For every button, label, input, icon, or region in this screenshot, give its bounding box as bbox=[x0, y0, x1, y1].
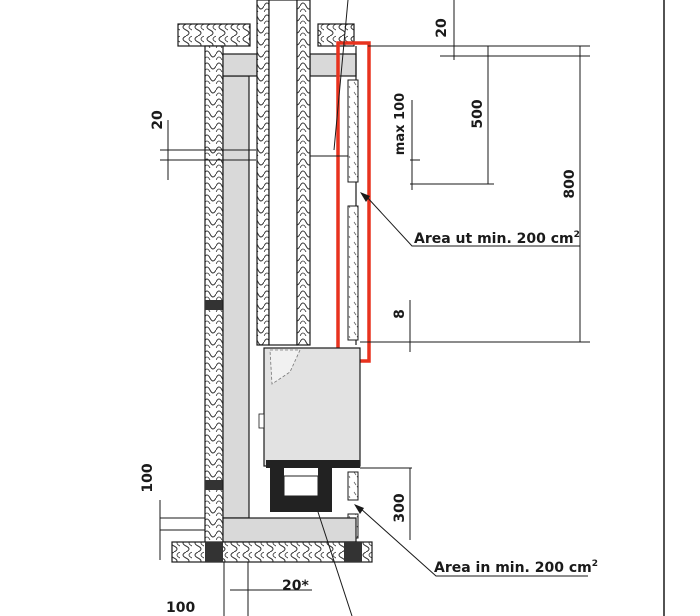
dim-max-vent-gap: max 100 bbox=[393, 93, 408, 155]
chimney-pipe bbox=[268, 0, 298, 346]
ceiling-insulation-left bbox=[177, 23, 251, 47]
callout-leaders bbox=[359, 195, 588, 577]
stove-stand bbox=[270, 468, 332, 512]
dim-lower-height: 300 bbox=[392, 493, 408, 522]
inlet-grille-upper bbox=[347, 471, 359, 501]
floor-insulation bbox=[171, 541, 373, 563]
dimension-lines bbox=[159, 0, 590, 616]
outlet-grille-upper bbox=[347, 79, 359, 183]
top-board-right bbox=[309, 53, 357, 77]
dim-bottom-offset: 20* bbox=[282, 578, 309, 594]
wall-insulation bbox=[204, 45, 224, 545]
dim-floor-height: 100 bbox=[140, 463, 156, 492]
stove-base-bar bbox=[266, 460, 360, 468]
chimney-insulation-left bbox=[256, 0, 270, 346]
outlet-area-callout: Area ut min. 200 cm2 bbox=[414, 230, 580, 247]
inlet-area-callout: Area in min. 200 cm2 bbox=[434, 559, 598, 576]
floor-board bbox=[222, 517, 357, 543]
dim-grille-gap: 8 bbox=[392, 309, 408, 319]
wall-board bbox=[222, 75, 250, 519]
dim-upper-height: 500 bbox=[470, 99, 486, 128]
outlet-grille-lower bbox=[347, 205, 359, 341]
dim-bottom-width: 100 bbox=[166, 600, 195, 616]
top-board-left bbox=[222, 53, 258, 77]
chimney-insulation-right bbox=[296, 0, 311, 346]
dim-left-gap: 20 bbox=[150, 110, 166, 130]
dim-total-height: 800 bbox=[562, 169, 578, 198]
dim-top-gap: 20 bbox=[434, 18, 450, 38]
